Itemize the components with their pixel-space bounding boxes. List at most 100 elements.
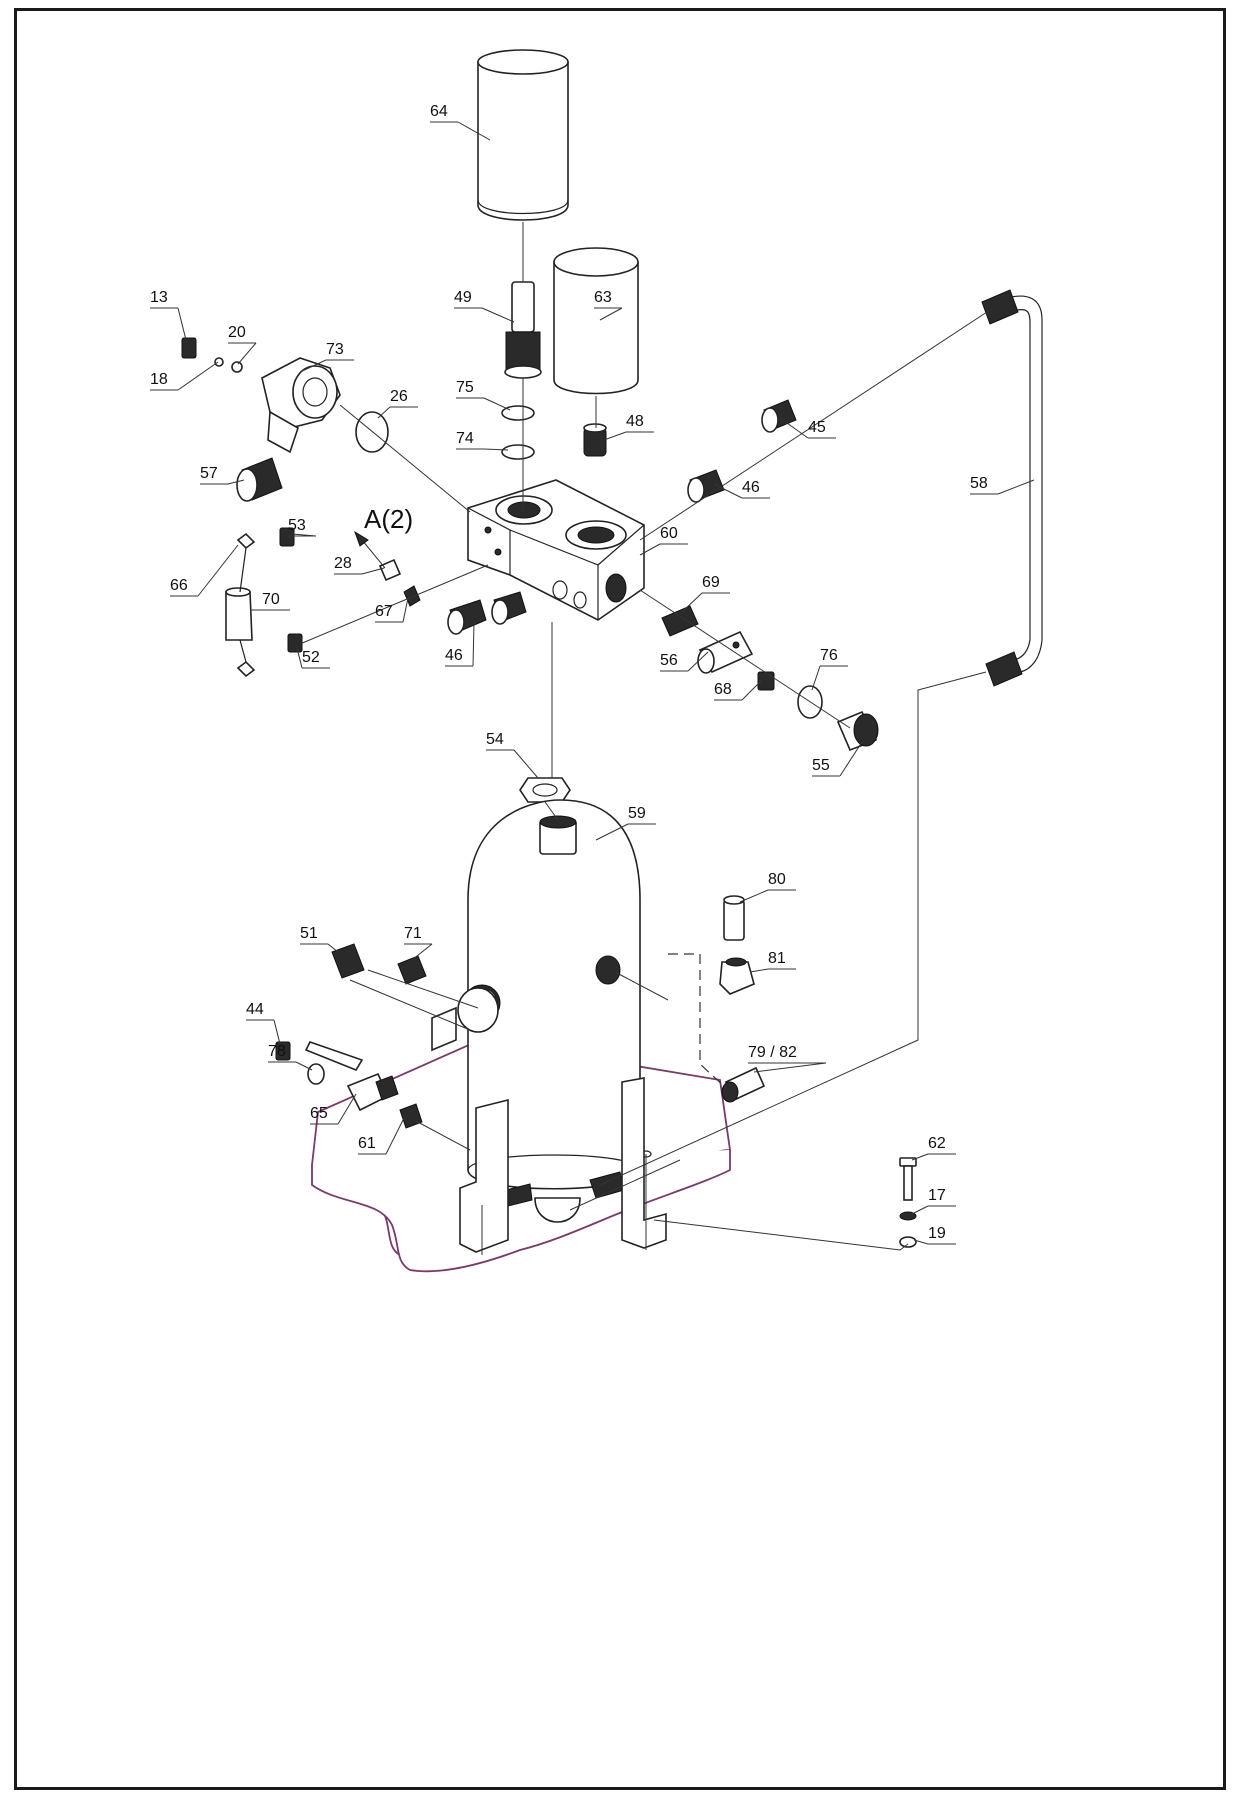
callout-leader-line [361,567,385,575]
part-68-fitting [757,671,775,691]
callout-53: 53 [288,517,317,537]
part-56-valve-body [697,630,754,674]
callout-number: 74 [456,430,474,447]
callout-number: 44 [246,1001,264,1018]
callout-number: 51 [300,925,318,942]
callout-number: 60 [660,525,678,542]
callout-73: 73 [299,341,354,373]
part-69-spring [661,605,699,637]
callout-leader-line [457,121,491,141]
callout-66: 66 [170,544,239,597]
callout-leader-line [911,1153,929,1161]
part-52-fitting [287,633,303,653]
callout-number: 70 [262,591,280,608]
callout-leader-line [997,479,1035,495]
callout-57: 57 [200,465,245,485]
callout-26: 26 [377,388,418,419]
callout-7982: 79 / 82 [748,1044,827,1073]
callout-56: 56 [660,651,709,672]
callout-leader-line [739,889,769,903]
callout-number: 80 [768,871,786,888]
callout-51: 51 [300,925,339,953]
center-lines [299,222,991,1255]
part-46-fitting-right [687,469,725,503]
part-79-82-valve [721,1066,766,1103]
callout-number: 49 [454,289,472,306]
callout-leader-line [599,307,623,321]
callout-leader-line [377,406,391,419]
callout-number: 61 [358,1135,376,1152]
callout-leader-line [603,431,627,441]
callout-leader-line [295,643,303,669]
callout-number: 66 [170,577,188,594]
callout-leader-line [839,741,863,777]
callout-52: 52 [295,643,330,669]
part-44-plug [275,1041,291,1061]
callout-leader-line [913,1239,929,1245]
callout-number: 46 [742,479,760,496]
callout-leader-line [681,592,703,613]
callout-number: 19 [928,1225,946,1242]
callout-71: 71 [404,925,433,961]
part-49-filter-stem [504,281,542,379]
callout-number: 69 [702,574,720,591]
callout-leader-line [911,1205,929,1215]
part-45-fitting [761,399,797,433]
callout-number: 58 [970,475,988,492]
callout-number: 18 [150,371,168,388]
callout-leader-line [811,665,821,691]
callout-leader-line [411,943,433,961]
callout-74: 74 [456,430,509,451]
part-78-washer [307,1063,325,1085]
callout-18: 18 [150,361,219,391]
callout-leader-line [402,597,409,623]
callout-17: 17 [911,1187,956,1215]
part-66-elbow-lower [236,660,256,678]
callout-number: 64 [430,103,448,120]
part-67-fitting [403,585,421,607]
part-51-plug [331,943,365,979]
callout-leader-line [177,307,187,341]
callout-58: 58 [970,475,1035,495]
part-46-fitting-front-a [447,599,487,635]
part-46-fitting-front-b [491,591,527,625]
part-54-nut [519,777,571,803]
part-55-valve-cap [836,710,879,752]
callout-leader-line [481,307,515,323]
callout-number: 52 [302,649,320,666]
callout-62: 62 [911,1135,956,1161]
callout-45: 45 [779,417,836,439]
callout-number: 81 [768,950,786,967]
callout-leader-line [385,1117,405,1155]
part-70-sensor [225,587,253,641]
callout-number: 78 [268,1043,286,1060]
part-63-separator-filter [553,247,639,395]
part-13-bolt [181,337,197,359]
part-66-elbow-upper [236,532,256,550]
callout-leader-line [595,823,629,841]
part-62-bolt [899,1157,917,1201]
callout-number: 59 [628,805,646,822]
callout-number: 71 [404,925,422,942]
callout-63: 63 [594,289,623,321]
callout-number: 73 [326,341,344,358]
callout-number: 56 [660,652,678,669]
callout-number: 17 [928,1187,946,1204]
callout-64: 64 [430,103,491,141]
callout-number: 67 [375,603,393,620]
callout-78: 78 [268,1043,313,1071]
callout-leader-line [197,544,239,597]
part-73-valve-housing [261,357,341,454]
callout-67: 67 [375,597,409,623]
callout-20: 20 [228,324,257,365]
callout-number: 53 [288,517,306,534]
callout-leader-line [237,342,257,365]
part-80-fitting [723,895,745,941]
callout-76: 76 [811,647,848,691]
callout-number: 62 [928,1135,946,1152]
callout-leader-line [713,483,743,499]
part-28-pin [378,558,402,582]
callout-number: 63 [594,289,612,306]
callout-number: 55 [812,757,830,774]
